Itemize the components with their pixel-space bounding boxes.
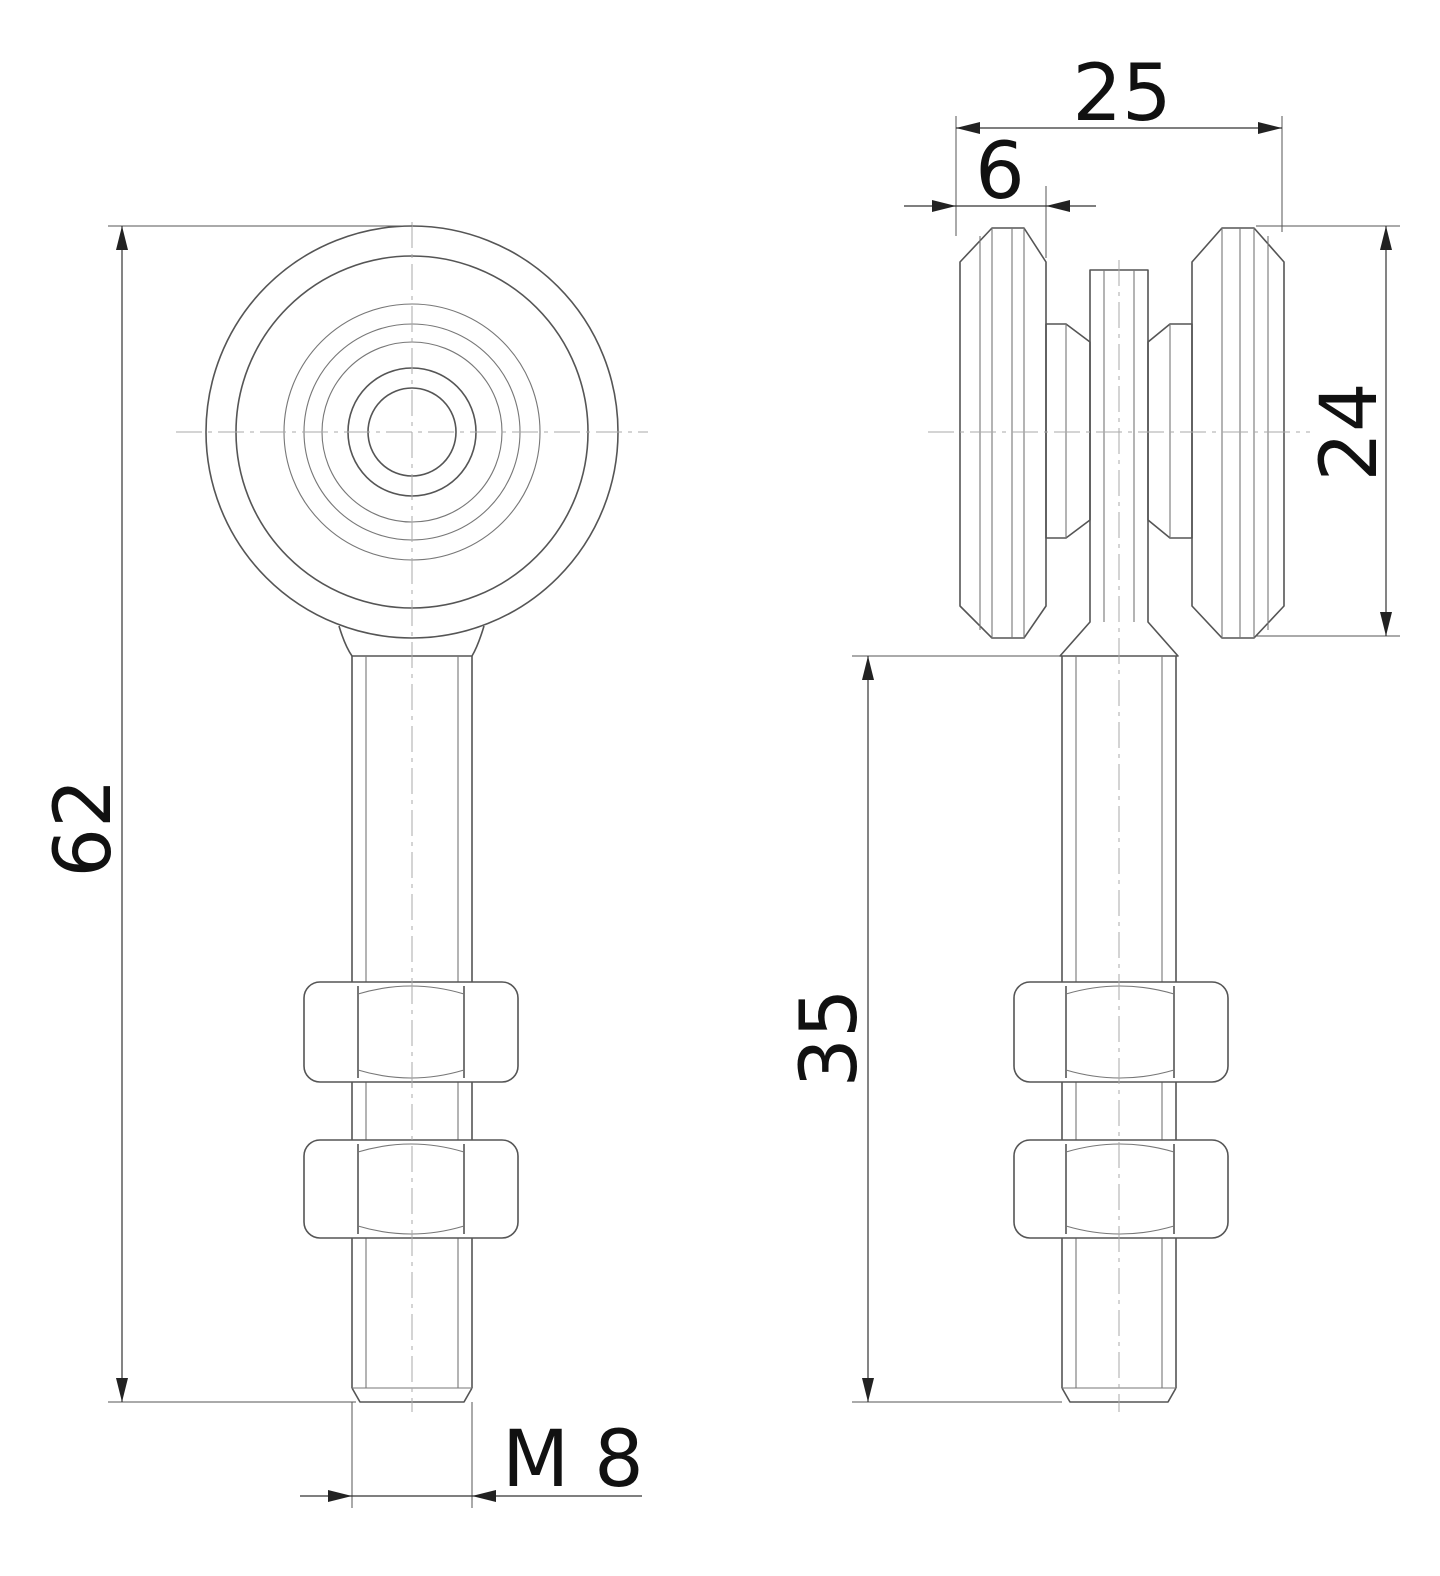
side-wheel-left bbox=[959, 227, 1047, 639]
side-spacer-right bbox=[1147, 323, 1193, 539]
front-view bbox=[176, 222, 648, 1412]
side-axle-body bbox=[1059, 269, 1179, 657]
dim-6: 6 bbox=[904, 127, 1096, 258]
dim-6-label: 6 bbox=[975, 127, 1025, 217]
side-nut-bottom bbox=[1013, 1139, 1229, 1239]
front-nut-top bbox=[303, 981, 519, 1083]
dim-35-label: 35 bbox=[785, 988, 875, 1087]
side-view bbox=[928, 227, 1310, 1412]
side-wheel-right bbox=[1191, 227, 1285, 639]
dim-25-label: 25 bbox=[1072, 49, 1171, 139]
dim-24-label: 24 bbox=[1305, 382, 1395, 481]
dim-25: 25 bbox=[955, 49, 1283, 236]
dim-62-label: 62 bbox=[39, 778, 129, 877]
dim-35: 35 bbox=[785, 655, 1062, 1403]
dim-m8-label: M 8 bbox=[502, 1415, 644, 1505]
side-nut-top bbox=[1013, 981, 1229, 1083]
dim-m8: M 8 bbox=[300, 1402, 644, 1508]
dim-24: 24 bbox=[1256, 225, 1400, 637]
dim-62: 62 bbox=[39, 225, 412, 1403]
side-spacer-left bbox=[1045, 323, 1091, 539]
front-nut-bottom bbox=[303, 1139, 519, 1239]
